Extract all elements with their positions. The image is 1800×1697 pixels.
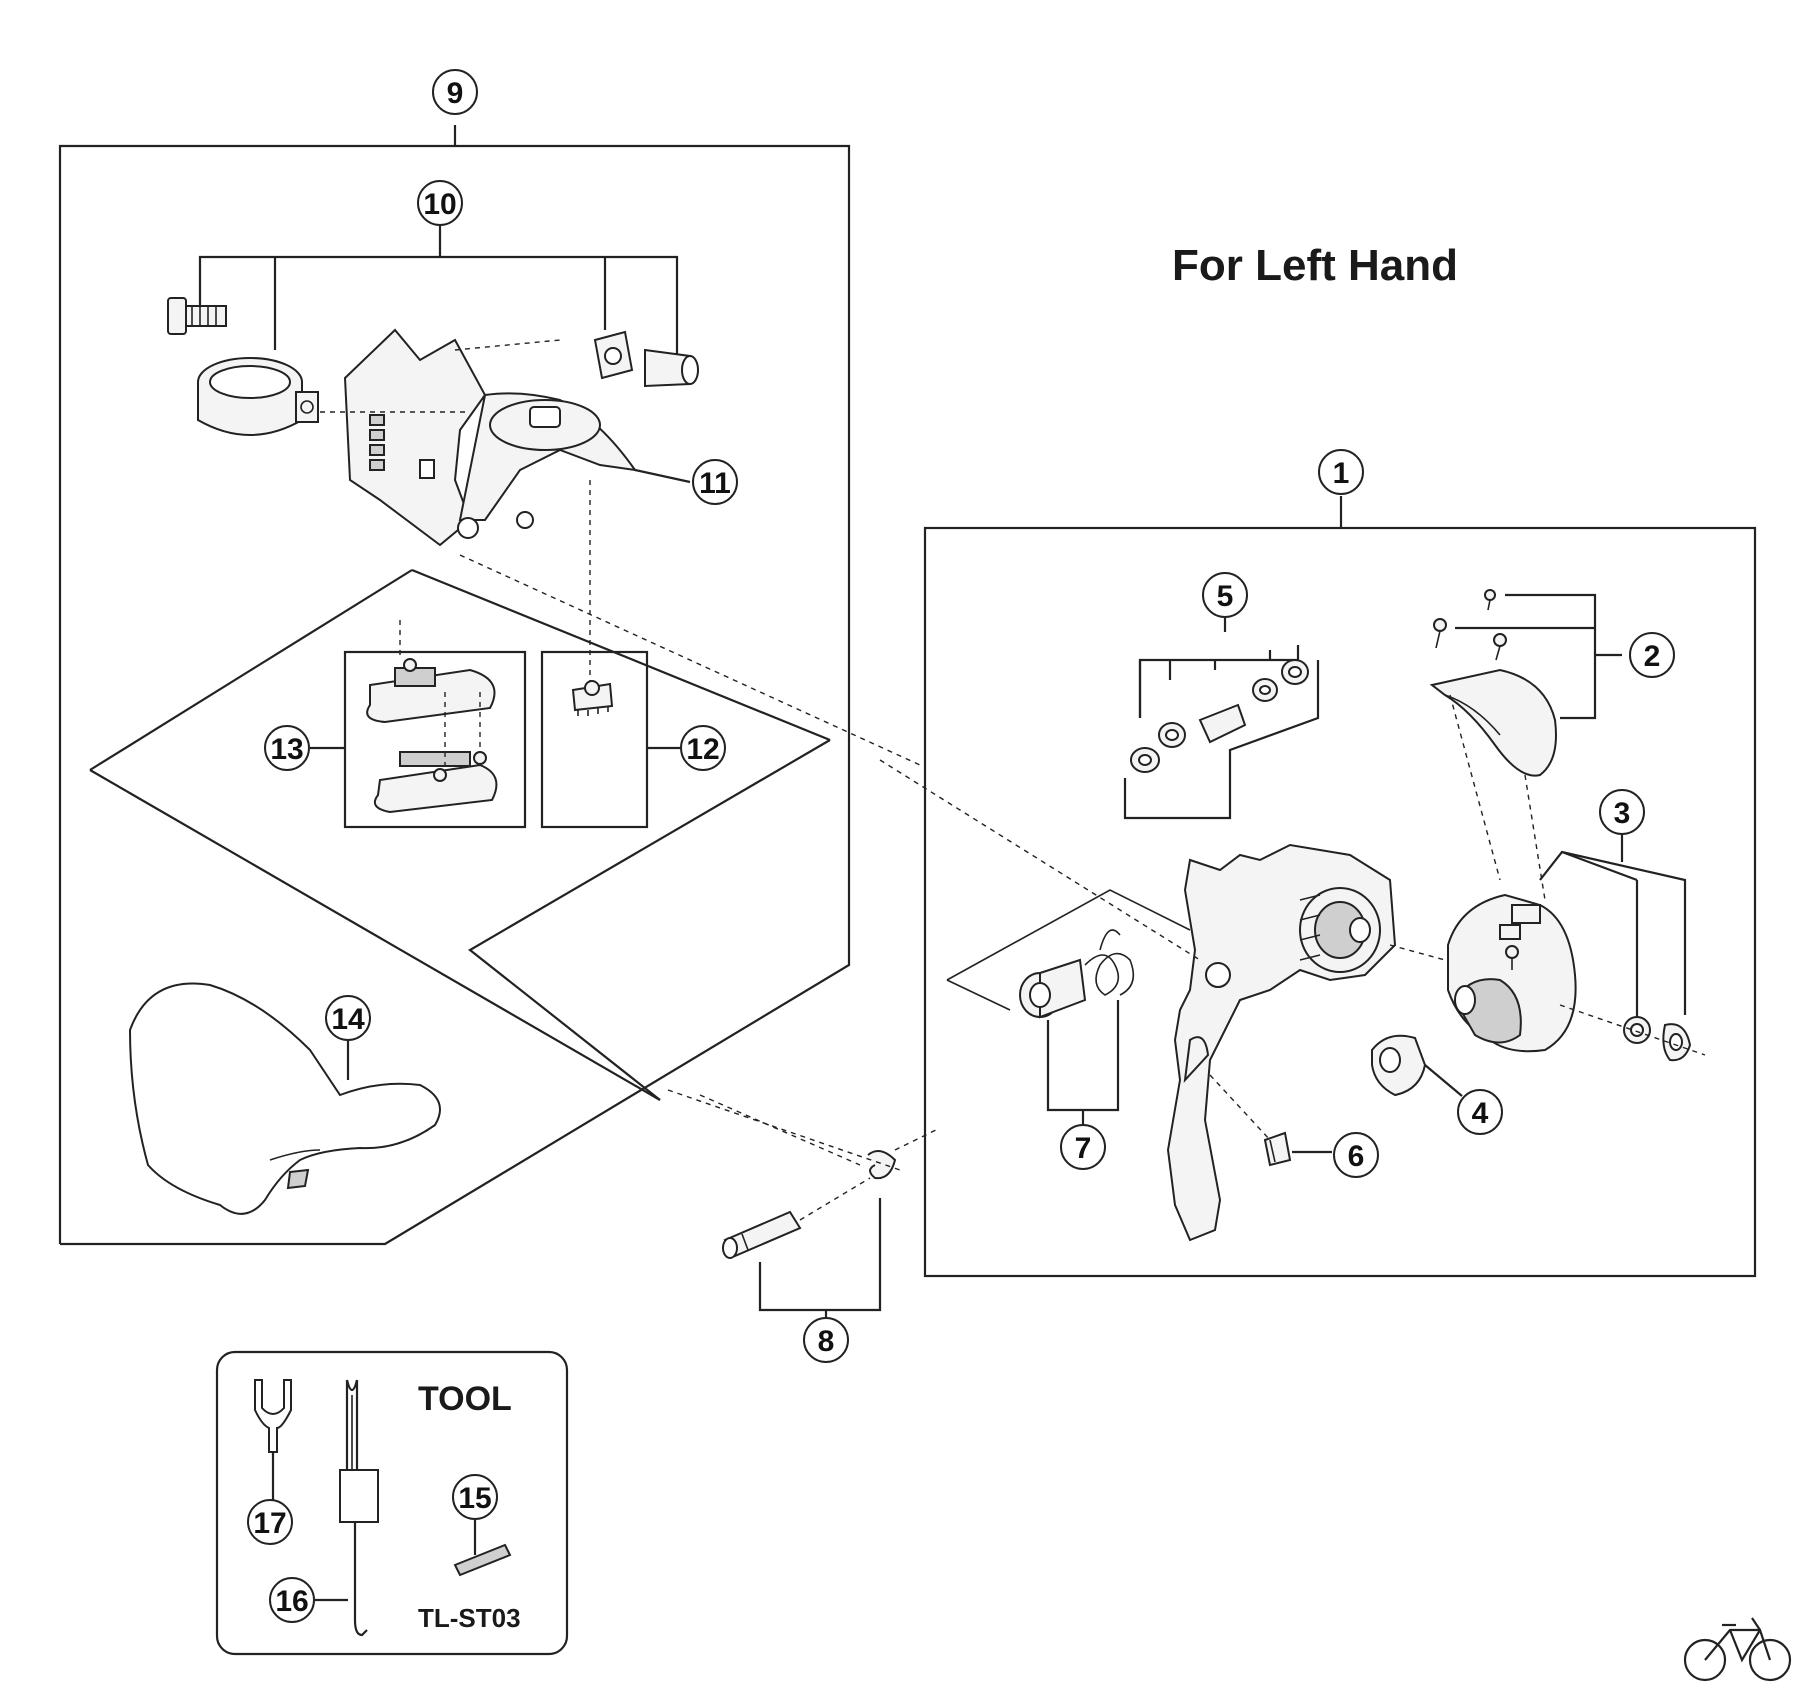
- group-9-frame: [58, 125, 851, 1246]
- callout-4: 4: [1457, 1089, 1503, 1135]
- svg-text:11: 11: [699, 467, 731, 500]
- part-3-leader: [1539, 830, 1687, 1018]
- part-11-leader: [634, 468, 691, 484]
- part-11-bracket-body: [320, 328, 638, 547]
- tool-code-label: TL-ST03: [418, 1603, 521, 1633]
- part-5-bushings: [1130, 659, 1309, 773]
- svg-text:12: 12: [686, 733, 719, 766]
- part-10-leader: [198, 225, 679, 360]
- callout-6: 6: [1333, 1132, 1379, 1178]
- part-12-inset: [540, 480, 649, 829]
- callout-12: 12: [680, 725, 726, 771]
- part-14-hood-cover: [128, 982, 441, 1215]
- svg-text:9: 9: [447, 77, 464, 110]
- callout-2: 2: [1629, 632, 1675, 678]
- callout-7: 7: [1060, 1124, 1106, 1170]
- callout-15: 15: [452, 1474, 498, 1520]
- callout-11: 11: [692, 459, 738, 505]
- tool-15-pin: [453, 1520, 512, 1577]
- svg-text:10: 10: [423, 188, 456, 221]
- part-2-cover: [1429, 589, 1557, 777]
- part-4-knob: [1371, 1034, 1427, 1097]
- svg-text:15: 15: [458, 1482, 491, 1515]
- svg-text:5: 5: [1217, 580, 1234, 613]
- group-1-frame: [923, 496, 1757, 1278]
- part-7-spring: [946, 889, 1191, 1019]
- part-4-leader: [1424, 1064, 1463, 1097]
- callout-13: 13: [264, 725, 310, 771]
- part-6-clip: [1263, 1131, 1292, 1167]
- part-10-clamp-band: [197, 357, 319, 436]
- diagram-heading: For Left Hand: [1172, 241, 1458, 290]
- part-2-leader: [1455, 593, 1622, 720]
- assembly-axis-lower: [667, 1089, 901, 1171]
- part-13-inset: [343, 620, 527, 829]
- callout-17: 17: [247, 1499, 293, 1545]
- callouts: 9 10 11 13 12 14 1 5 2 3 4 6 7 8 15 16 1…: [247, 69, 1675, 1623]
- svg-text:6: 6: [1348, 1140, 1365, 1173]
- main-lever-body: [879, 759, 1446, 1242]
- callout-9: 9: [432, 69, 478, 115]
- svg-text:14: 14: [331, 1003, 365, 1036]
- svg-text:13: 13: [270, 733, 303, 766]
- callout-10: 10: [417, 180, 463, 226]
- svg-text:2: 2: [1644, 640, 1661, 673]
- svg-text:4: 4: [1472, 1097, 1489, 1130]
- subassembly-frame: [89, 568, 831, 1101]
- part-10-screw: [167, 297, 227, 335]
- tool-16-hook: [315, 1379, 379, 1637]
- part-5-leader: [1138, 618, 1300, 718]
- callout-3: 3: [1599, 789, 1645, 835]
- callout-16: 16: [269, 1577, 315, 1623]
- tool-17-fork: [254, 1379, 292, 1500]
- tool-box-label: TOOL: [418, 1380, 512, 1418]
- callout-5: 5: [1202, 572, 1248, 618]
- svg-text:8: 8: [818, 1325, 835, 1358]
- svg-text:17: 17: [253, 1507, 286, 1540]
- part-3-housing: [1447, 694, 1706, 1062]
- callout-8: 8: [803, 1317, 849, 1363]
- svg-text:3: 3: [1614, 797, 1631, 830]
- assembly-axis: [459, 554, 921, 766]
- svg-text:1: 1: [1333, 457, 1350, 490]
- part-8-pin: [699, 1094, 941, 1259]
- part-8-leader: [758, 1198, 882, 1312]
- svg-text:7: 7: [1075, 1132, 1092, 1165]
- svg-text:16: 16: [275, 1585, 308, 1618]
- part-5-lower-bracket: [1123, 660, 1320, 820]
- callout-1: 1: [1318, 449, 1364, 495]
- bicycle-icon: [1683, 1617, 1792, 1682]
- part-10-nut: [593, 330, 699, 388]
- callout-14: 14: [325, 995, 371, 1041]
- part-7-leader: [1046, 1000, 1120, 1112]
- tool-box: TOOL TL-ST03: [215, 1350, 569, 1656]
